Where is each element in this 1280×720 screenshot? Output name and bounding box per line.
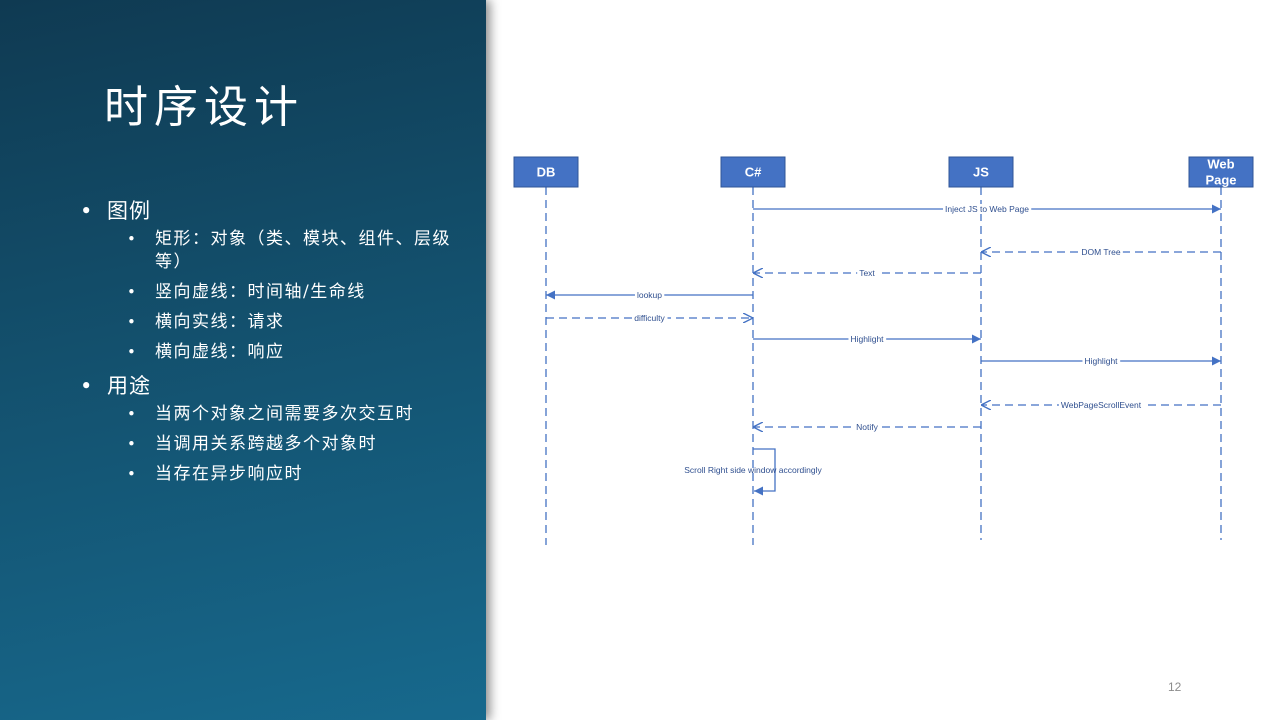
actor-box-csharp — [720, 156, 786, 188]
legend-item-rectangle: 矩形：对象（类、模块、组件、层级等） — [127, 228, 460, 274]
bullet-usage: 用途 当两个对象之间需要多次交互时 当调用关系跨越多个对象时 当存在异步响应时 — [80, 371, 460, 486]
message-label-bg — [943, 204, 1032, 214]
message-label-bg — [854, 422, 881, 432]
actor-db: DB — [513, 156, 579, 188]
usage-item-multi-interaction: 当两个对象之间需要多次交互时 — [127, 403, 460, 426]
actor-label-csharp: C# — [745, 165, 762, 180]
message-label: DOM Tree — [1081, 247, 1120, 257]
message-label-bg — [1082, 356, 1121, 366]
message-7: Highlight — [981, 356, 1221, 366]
message-8: WebPageScrollEvent — [981, 400, 1221, 410]
message-label: Highlight — [850, 334, 884, 344]
message-3: Text — [753, 268, 981, 278]
message-label: Notify — [856, 422, 878, 432]
left-panel: 时序设计 图例 矩形：对象（类、模块、组件、层级等） 竖向虚线：时间轴/生命线 … — [0, 0, 486, 720]
usage-item-async: 当存在异步响应时 — [127, 463, 460, 486]
message-label: Text — [859, 268, 875, 278]
message-arrow-self — [753, 448, 776, 496]
usage-sub-list: 当两个对象之间需要多次交互时 当调用关系跨越多个对象时 当存在异步响应时 — [127, 403, 460, 486]
bullet-list: 图例 矩形：对象（类、模块、组件、层级等） 竖向虚线：时间轴/生命线 横向实线：… — [80, 196, 460, 493]
actor-webpage: WebPage — [1188, 156, 1254, 188]
actor-label-webpage: Web — [1207, 157, 1234, 172]
actor-csharp: C# — [720, 156, 786, 188]
bullet-legend: 图例 矩形：对象（类、模块、组件、层级等） 竖向虚线：时间轴/生命线 横向实线：… — [80, 196, 460, 364]
message-label: Highlight — [1084, 356, 1118, 366]
actor-label-webpage: Page — [1205, 173, 1236, 188]
actor-label-js: JS — [973, 165, 989, 180]
message-6: Highlight — [753, 334, 981, 344]
actor-label-db: DB — [537, 165, 556, 180]
legend-sub-list: 矩形：对象（类、模块、组件、层级等） 竖向虚线：时间轴/生命线 横向实线：请求 … — [127, 228, 460, 364]
actor-box-js — [948, 156, 1014, 188]
message-1: Inject JS to Web Page — [753, 204, 1221, 214]
slide-title: 时序设计 — [104, 82, 304, 133]
message-label-bg — [857, 268, 878, 278]
actor-box-db — [513, 156, 579, 188]
message-2: DOM Tree — [981, 247, 1221, 257]
page-number: 12 — [1168, 680, 1182, 694]
bullet-legend-text: 图例 — [107, 199, 151, 223]
message-10: Scroll Right side window accordingly — [684, 448, 822, 496]
message-label: lookup — [637, 290, 662, 300]
actor-box-webpage — [1188, 156, 1254, 188]
message-label: Scroll Right side window accordingly — [684, 465, 822, 475]
message-label-bg — [632, 313, 668, 323]
legend-item-response: 横向虚线：响应 — [127, 341, 460, 364]
message-5: difficulty — [546, 313, 753, 323]
message-label-bg — [1058, 400, 1144, 410]
legend-item-request: 横向实线：请求 — [127, 311, 460, 334]
message-label: Inject JS to Web Page — [945, 204, 1029, 214]
message-label: WebPageScrollEvent — [1061, 400, 1142, 410]
message-9: Notify — [753, 422, 981, 432]
message-label-bg — [1079, 247, 1123, 257]
actor-js: JS — [948, 156, 1014, 188]
message-label-bg — [634, 290, 665, 300]
message-label: difficulty — [634, 313, 665, 323]
legend-item-lifeline: 竖向虚线：时间轴/生命线 — [127, 281, 460, 304]
usage-item-multi-object: 当调用关系跨越多个对象时 — [127, 433, 460, 456]
message-label-bg — [848, 334, 887, 344]
message-4: lookup — [546, 290, 753, 300]
bullet-usage-text: 用途 — [107, 374, 151, 398]
